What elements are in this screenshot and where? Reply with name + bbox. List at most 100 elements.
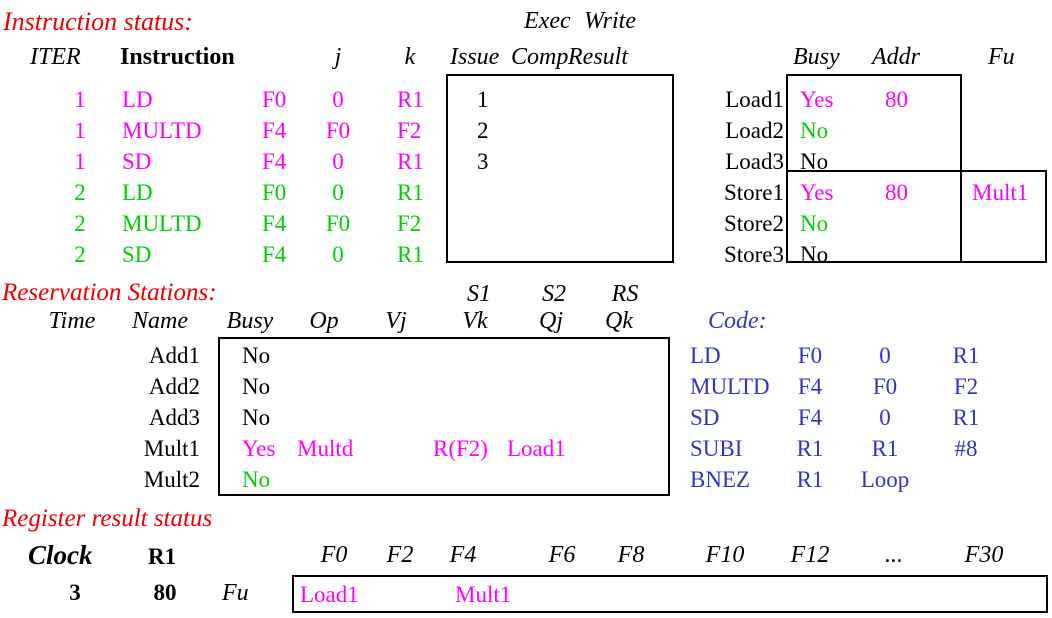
code-op: BNEZ <box>690 467 751 492</box>
buffer-name: Load2 <box>725 118 784 143</box>
exec-header: Exec <box>524 8 571 34</box>
clock-value: 3 <box>69 580 81 605</box>
code-c: R1 <box>952 405 980 430</box>
k-header: k <box>404 44 416 70</box>
dest-cell: F4 <box>262 211 287 236</box>
dest-cell: F4 <box>262 149 287 174</box>
fu-value-f4: Mult1 <box>455 582 512 607</box>
dest-cell: F4 <box>262 242 287 267</box>
s2-header: S2 <box>542 281 566 307</box>
qj-header: Qj <box>539 308 563 334</box>
k-cell: R1 <box>397 242 424 267</box>
code-a: F4 <box>797 374 823 399</box>
buffer-name: Store2 <box>723 211 784 236</box>
qk-header: Qk <box>605 308 633 334</box>
reg-header-f10: F10 <box>705 542 745 568</box>
iter-cell: 2 <box>74 180 86 205</box>
reg-header-f12: F12 <box>790 542 830 568</box>
r1-value: 80 <box>153 580 177 605</box>
register-result-title: Register result status <box>2 505 213 532</box>
comp-header: Comp <box>511 44 569 70</box>
r1-label: R1 <box>148 544 177 569</box>
buffer-addr: 80 <box>885 87 908 112</box>
rs-busy: No <box>242 343 271 368</box>
code-op: SD <box>690 405 720 430</box>
rs-qj: Load1 <box>507 436 566 461</box>
iter-cell: 2 <box>74 211 86 236</box>
j-cell: 0 <box>332 180 344 205</box>
rs-busy: No <box>242 374 271 399</box>
code-c: R1 <box>952 343 980 368</box>
code-op: LD <box>690 343 721 368</box>
register-fu-box <box>292 575 1048 613</box>
iter-cell: 2 <box>74 242 86 267</box>
issue-cell: 3 <box>477 149 489 174</box>
write-header: Write <box>584 8 636 34</box>
iter-cell: 1 <box>74 118 86 143</box>
code-b: R1 <box>871 436 899 461</box>
buffer-busy: No <box>800 149 829 174</box>
iter-header: ITER <box>30 44 81 70</box>
code-title: Code: <box>708 308 767 334</box>
rs-op: Multd <box>297 436 354 461</box>
reg-header-f8: F8 <box>617 542 645 568</box>
buffer-name: Load3 <box>725 149 784 174</box>
k-cell: R1 <box>397 149 424 174</box>
code-b: F0 <box>872 374 898 399</box>
time-header: Time <box>48 308 96 334</box>
buffer-busy: No <box>800 242 829 267</box>
addr-header: Addr <box>872 44 920 70</box>
code-b: Loop <box>860 467 910 492</box>
op-cell: LD <box>122 87 153 112</box>
code-b: 0 <box>879 405 891 430</box>
op-cell: SD <box>122 149 152 174</box>
rs-busy: No <box>242 467 271 492</box>
busy-header: Busy <box>226 308 274 334</box>
instruction-status-title: Instruction status: <box>3 7 193 36</box>
buffer-name: Store3 <box>723 242 784 267</box>
rs-vk: R(F2) <box>433 436 488 461</box>
s1-header: S1 <box>467 281 491 307</box>
k-cell: F2 <box>397 118 422 143</box>
code-op: MULTD <box>690 374 770 399</box>
j-cell: 0 <box>332 87 344 112</box>
code-a: R1 <box>796 467 824 492</box>
dest-cell: F0 <box>262 180 287 205</box>
op-cell: SD <box>122 242 152 267</box>
reg-header-f30: F30 <box>964 542 1004 568</box>
clock-label: Clock <box>28 540 93 570</box>
issue-cell: 2 <box>477 118 489 143</box>
reg-header-ellipsis: ... <box>885 542 903 568</box>
rs-busy: No <box>242 405 271 430</box>
j-cell: F0 <box>325 118 351 143</box>
k-cell: R1 <box>397 87 424 112</box>
buffer-addr: 80 <box>885 180 908 205</box>
op-cell: MULTD <box>122 118 202 143</box>
fu-row-label: Fu <box>222 580 249 606</box>
buffer-busy: Yes <box>800 180 834 205</box>
busy-header: Busy <box>793 44 840 70</box>
buffer-busy: No <box>800 118 829 143</box>
j-cell: F0 <box>325 211 351 236</box>
buffer-fu: Mult1 <box>972 180 1029 205</box>
store-fu-box <box>962 170 1047 263</box>
reg-header-f6: F6 <box>548 542 576 568</box>
op-cell: LD <box>122 180 153 205</box>
rs-name: Add1 <box>148 343 200 368</box>
reg-header-f4: F4 <box>449 542 477 568</box>
buffer-busy: No <box>800 211 829 236</box>
store-buffer-box <box>786 170 962 263</box>
code-a: R1 <box>796 436 824 461</box>
buffer-busy: Yes <box>800 87 834 112</box>
issue-cell: 1 <box>477 87 489 112</box>
issue-exec-box <box>446 74 674 263</box>
j-cell: 0 <box>332 149 344 174</box>
vj-header: Vj <box>385 308 407 334</box>
issue-header: Issue <box>450 44 500 70</box>
code-a: F4 <box>797 405 823 430</box>
rs-name: Mult1 <box>143 436 200 461</box>
op-header: Op <box>309 308 339 334</box>
j-cell: 0 <box>332 242 344 267</box>
dest-cell: F4 <box>262 118 287 143</box>
